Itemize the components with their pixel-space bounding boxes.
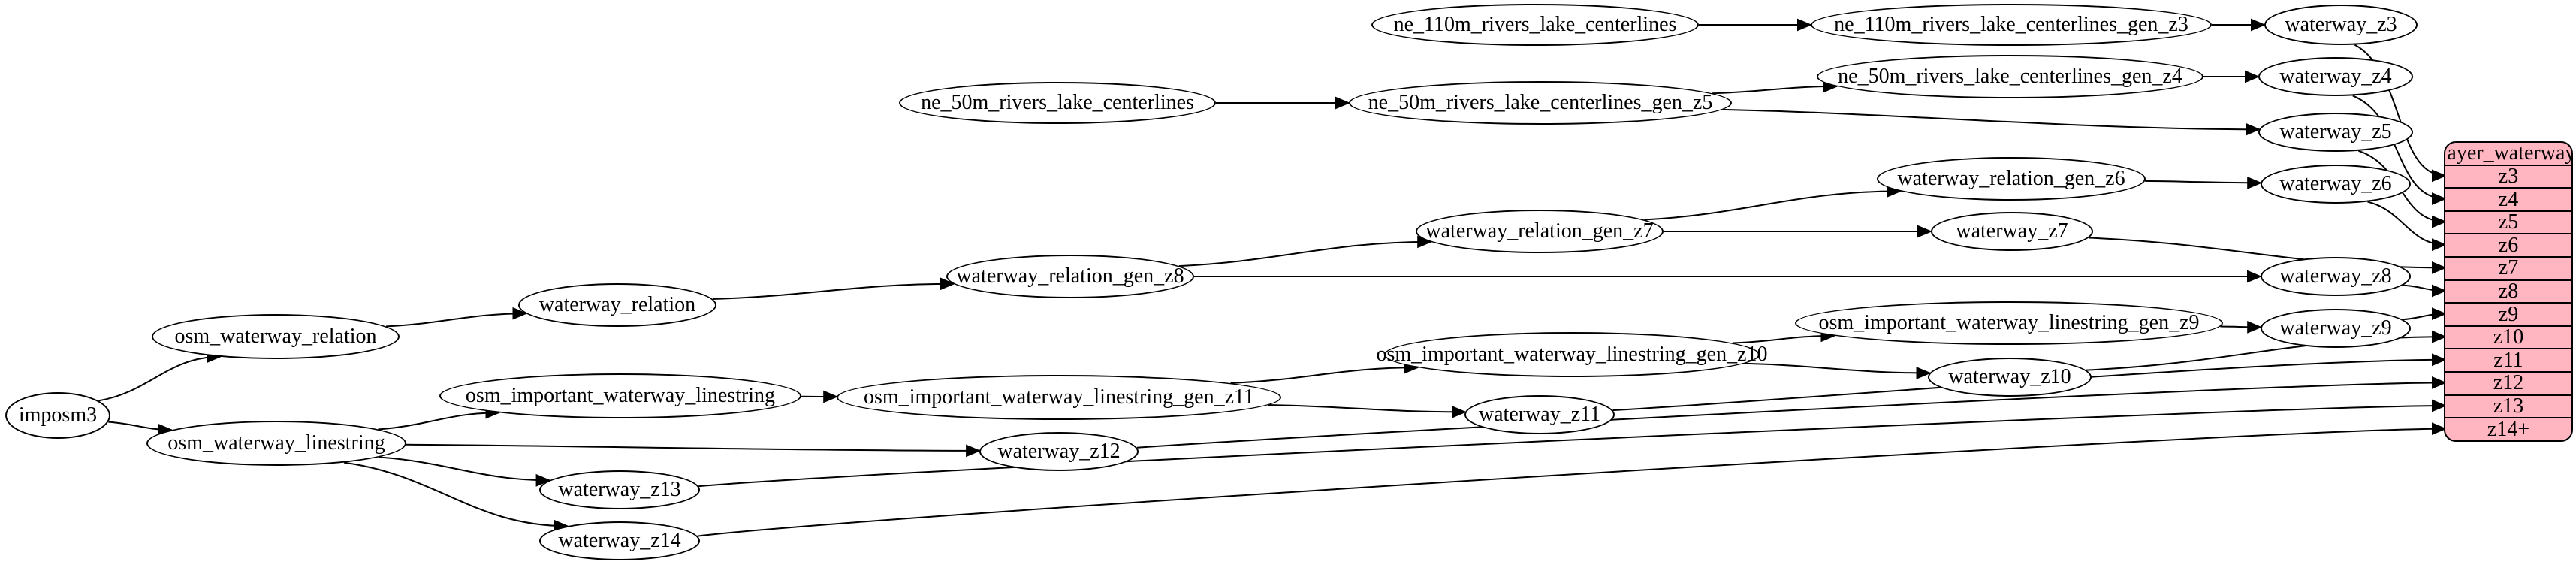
node-waterway-relation: waterway_relation (518, 283, 716, 327)
node-label: ne_110m_rivers_lake_centerlines_gen_z3 (1834, 13, 2188, 36)
node-label: osm_important_waterway_linestring_gen_z1… (1376, 343, 1768, 366)
node-osm-important-waterway-linestring-gen-z9: osm_important_waterway_linestring_gen_z9 (1795, 301, 2223, 345)
node-label: osm_important_waterway_linestring_gen_z1… (864, 385, 1254, 409)
edge-osm_important_waterway_linestring_gen_z11-to-osm_important_waterway_linestring_gen_z10 (1230, 361, 1419, 384)
node-osm-important-waterway-linestring-gen-z10: osm_important_waterway_linestring_gen_z1… (1377, 332, 1768, 377)
node-label: imposm3 (18, 403, 98, 427)
node-label: waterway_z10 (1948, 365, 2071, 388)
edge-waterway_z9-to-layer_waterway:z9 (2402, 307, 2447, 321)
node-ne-50m-rivers-lake-centerlines-gen-z5: ne_50m_rivers_lake_centerlines_gen_z5 (1349, 81, 1732, 125)
layer-row-z6: z6 (2445, 233, 2571, 256)
edge-ne_50m_rivers_lake_centerlines_gen_z5-to-waterway_z5 (1722, 108, 2261, 136)
layer-row-z11: z11 (2445, 348, 2571, 371)
edge-osm_important_waterway_linestring_gen_z9-to-waterway_z9 (2220, 320, 2263, 334)
layer-row-z3: z3 (2445, 164, 2571, 188)
node-waterway-relation-gen-z6: waterway_relation_gen_z6 (1877, 157, 2146, 201)
node-label: waterway_z3 (2285, 13, 2397, 36)
layer-waterway-table: layer_waterway z3 z4 z5 z6 z7 z8 z9 z10 … (2444, 141, 2573, 442)
node-label: osm_important_waterway_linestring (465, 384, 776, 407)
node-label: waterway_z8 (2279, 264, 2392, 288)
edge-imposm3-to-osm_waterway_relation (98, 350, 222, 402)
layer-row-z5: z5 (2445, 210, 2571, 234)
node-label: waterway_z5 (2279, 120, 2392, 144)
edge-waterway_relation_gen_z7-to-waterway_relation_gen_z6 (1644, 185, 1902, 221)
layer-waterway-title: layer_waterway (2444, 141, 2573, 165)
edge-osm_waterway_linestring-to-waterway_z13 (379, 456, 551, 487)
edge-ne_50m_rivers_lake_centerlines_gen_z5-to-ne_50m_rivers_lake_centerlines_gen_z4 (1712, 80, 1838, 95)
node-ne-110m-rivers-lake-centerlines: ne_110m_rivers_lake_centerlines (1371, 4, 1699, 46)
edge-waterway_z8-to-layer_waterway:z8 (2403, 284, 2447, 298)
node-waterway-z6: waterway_z6 (2261, 165, 2411, 204)
edge-osm_waterway_linestring-to-osm_important_waterway_linestring (378, 406, 501, 431)
node-label: osm_waterway_linestring (167, 431, 385, 455)
node-waterway-z7: waterway_z7 (1931, 212, 2093, 251)
node-label: osm_waterway_relation (174, 325, 377, 348)
node-waterway-relation-gen-z8: waterway_relation_gen_z8 (946, 255, 1194, 298)
edge-osm_waterway_relation-to-waterway_relation (386, 307, 528, 328)
edge-waterway_relation-to-waterway_relation_gen_z8 (712, 277, 955, 300)
layer-row-z10: z10 (2445, 325, 2571, 349)
node-label: ne_50m_rivers_lake_centerlines (921, 91, 1194, 114)
layer-row-z9: z9 (2445, 302, 2571, 325)
node-label: waterway_z13 (558, 478, 681, 501)
node-waterway-z3: waterway_z3 (2264, 5, 2418, 45)
layer-row-z14plus: z14+ (2445, 417, 2571, 440)
node-waterway-z13: waterway_z13 (539, 470, 700, 509)
layer-row-z4: z4 (2445, 187, 2571, 210)
node-osm-important-waterway-linestring: osm_important_waterway_linestring (439, 373, 801, 418)
node-label: waterway_z7 (1956, 219, 2068, 243)
edge-osm_important_waterway_linestring_gen_z10-to-osm_important_waterway_linestring_gen_z9 (1733, 329, 1836, 344)
edge-waterway_z3-to-layer_waterway:z3 (2354, 44, 2447, 183)
node-waterway-z10: waterway_z10 (1928, 358, 2092, 397)
edge-waterway_z10-to-layer_waterway:z10 (2086, 330, 2447, 371)
node-label: waterway_z14 (558, 529, 681, 552)
edge-waterway_relation_gen_z8-to-waterway_relation_gen_z7 (1178, 235, 1433, 267)
node-label: waterway_z4 (2279, 65, 2392, 88)
node-label: waterway_z6 (2279, 172, 2392, 195)
node-waterway-z8: waterway_z8 (2261, 257, 2411, 296)
node-waterway-z5: waterway_z5 (2258, 113, 2413, 152)
edge-imposm3-to-osm_waterway_linestring (108, 421, 173, 437)
edge-osm_waterway_linestring-to-waterway_z12 (406, 443, 982, 458)
node-imposm3: imposm3 (5, 392, 110, 439)
node-label: osm_important_waterway_linestring_gen_z9 (1818, 311, 2200, 334)
node-label: waterway_z12 (997, 440, 1121, 463)
edge-waterway_z4-to-layer_waterway:z4 (2352, 95, 2447, 205)
node-osm-important-waterway-linestring-gen-z11: osm_important_waterway_linestring_gen_z1… (837, 375, 1281, 420)
node-waterway-z12: waterway_z12 (979, 432, 1139, 471)
layer-row-z12: z12 (2445, 371, 2571, 394)
node-label: waterway_relation_gen_z6 (1897, 167, 2125, 190)
node-label: waterway_z11 (1478, 403, 1601, 426)
edge-waterway_z6-to-layer_waterway:z6 (2367, 201, 2447, 252)
node-waterway-relation-gen-z7: waterway_relation_gen_z7 (1416, 210, 1664, 253)
node-ne-110m-rivers-lake-centerlines-gen-z3: ne_110m_rivers_lake_centerlines_gen_z3 (1811, 4, 2212, 46)
node-osm-waterway-relation: osm_waterway_relation (152, 314, 400, 359)
node-label: ne_110m_rivers_lake_centerlines (1393, 13, 1677, 36)
node-label: ne_50m_rivers_lake_centerlines_gen_z5 (1368, 91, 1713, 114)
node-ne-50m-rivers-lake-centerlines-gen-z4: ne_50m_rivers_lake_centerlines_gen_z4 (1817, 55, 2203, 98)
edge-waterway_relation_gen_z6-to-waterway_z6 (2145, 176, 2263, 189)
node-label: waterway_relation (538, 293, 696, 316)
node-label: waterway_relation_gen_z7 (1425, 219, 1654, 243)
node-waterway-z9: waterway_z9 (2261, 309, 2411, 348)
node-osm-waterway-linestring: osm_waterway_linestring (146, 421, 406, 466)
edge-waterway_z13-to-layer_waterway:z13 (698, 399, 2447, 488)
node-ne-50m-rivers-lake-centerlines: ne_50m_rivers_lake_centerlines (899, 82, 1216, 124)
edge-osm_important_waterway_linestring_gen_z11-to-waterway_z11 (1268, 404, 1467, 418)
node-label: waterway_z9 (2279, 316, 2392, 340)
node-label: ne_50m_rivers_lake_centerlines_gen_z4 (1838, 65, 2182, 88)
layer-row-z7: z7 (2445, 256, 2571, 279)
node-waterway-z14: waterway_z14 (539, 521, 700, 560)
layer-row-z8: z8 (2445, 279, 2571, 303)
node-waterway-z4: waterway_z4 (2258, 57, 2413, 96)
node-waterway-z11: waterway_z11 (1464, 395, 1615, 434)
edge-waterway_z12-to-layer_waterway:z12 (1136, 376, 2447, 449)
layer-row-z13: z13 (2445, 394, 2571, 418)
edge-osm_waterway_linestring-to-waterway_z14 (343, 461, 569, 533)
edge-osm_important_waterway_linestring_gen_z10-to-waterway_z10 (1744, 362, 1932, 379)
node-label: waterway_relation_gen_z8 (956, 264, 1184, 288)
edge-waterway_z14-to-layer_waterway:z14+ (697, 422, 2447, 537)
